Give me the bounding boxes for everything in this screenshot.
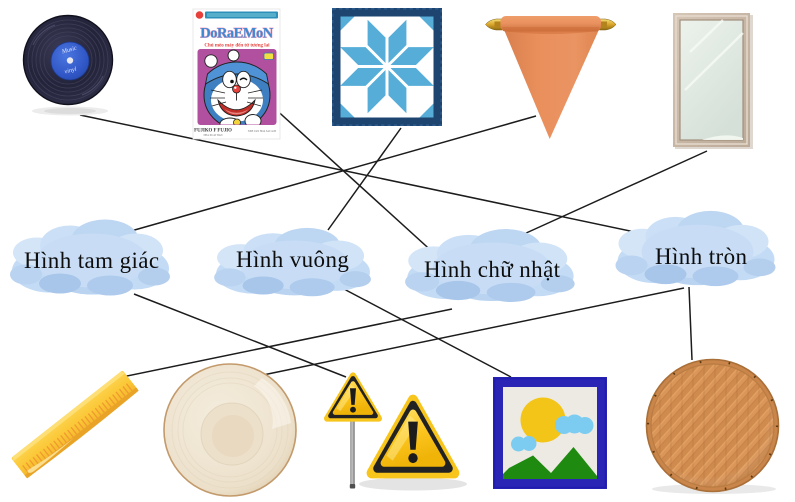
svg-text:Music: Music [60,44,78,55]
svg-text:Hình chữ nhật: Hình chữ nhật [424,257,561,282]
svg-text:Hình tròn: Hình tròn [655,244,747,269]
svg-text:Chú mèo máy đến từ tương lai: Chú mèo máy đến từ tương lai [204,44,270,49]
svg-text:DoRaEMoN: DoRaEMoN [200,26,274,42]
svg-text:FUJIKO F FUJIO: FUJIKO F FUJIO [194,129,232,134]
svg-text:Hình vuông: Hình vuông [236,247,349,272]
svg-text:vinyl: vinyl [64,66,78,76]
svg-text:NXB VAN HOA SAI GON: NXB VAN HOA SAI GON [248,130,277,133]
svg-text:Hình tam giác: Hình tam giác [24,248,160,273]
svg-text:NHA XUAT BAN: NHA XUAT BAN [203,134,222,137]
